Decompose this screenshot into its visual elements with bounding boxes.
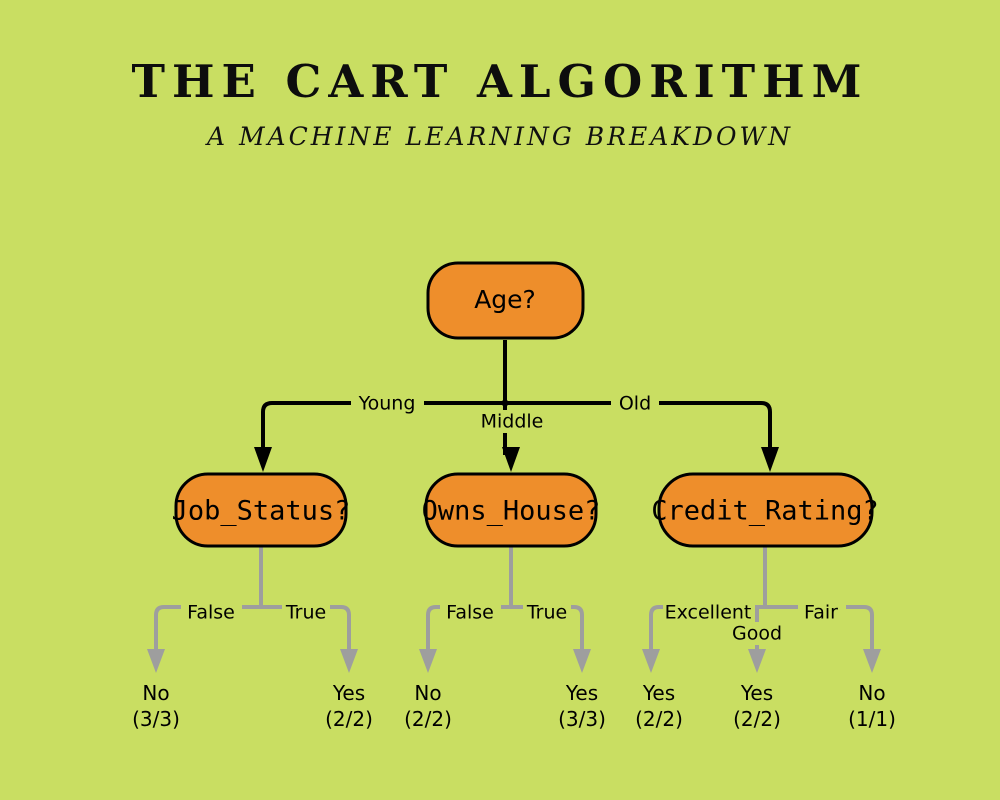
leaf-node-5: Yes (2/2) (635, 681, 683, 731)
leaf-node-7: No (1/1) (848, 681, 896, 731)
leaf-1-class: No (142, 681, 169, 705)
node-job-status[interactable]: Job_Status? (172, 472, 351, 548)
poster-header: THE CART ALGORITHM A MACHINE LEARNING BR… (0, 0, 1000, 150)
node-credit-rating-label: Credit_Rating? (651, 496, 879, 527)
edge-label-old-bg (611, 392, 659, 414)
arrowhead-old (761, 447, 779, 472)
leaf-6-counts: (2/2) (733, 707, 781, 731)
edge-cr-fair (765, 605, 874, 655)
edge-label-oh-false-bg (440, 601, 501, 623)
node-job-status-label: Job_Status? (172, 496, 351, 527)
leaf-1-counts: (3/3) (132, 707, 180, 731)
edge-group-owns-house: False True (419, 547, 591, 673)
arrowhead-middle (502, 447, 520, 472)
leaf-node-1: No (3/3) (132, 681, 180, 731)
edge-js-true (261, 605, 351, 655)
leaf-3-counts: (2/2) (404, 707, 452, 731)
edge-label-middle: Middle (481, 411, 544, 433)
leaf-4-counts: (3/3) (558, 707, 606, 731)
arrowhead-young (254, 447, 272, 472)
edge-js-false (154, 605, 261, 655)
arrowhead-oh-false (419, 649, 437, 673)
leaf-node-2: Yes (2/2) (325, 681, 373, 731)
edge-label-cr-fair-bg (798, 601, 846, 623)
leaf-node-6: Yes (2/2) (733, 681, 781, 731)
page-title: THE CART ALGORITHM (131, 55, 869, 108)
leaf-2-counts: (2/2) (325, 707, 373, 731)
edge-group-credit-rating: Excellent Good Fair (642, 547, 881, 673)
node-root-label: Age? (474, 285, 536, 314)
edge-label-cr-excellent-bg (663, 601, 755, 623)
edge-label-oh-true-bg (523, 601, 571, 623)
leaf-7-class: No (858, 681, 885, 705)
edge-cr-excellent (649, 605, 765, 655)
edge-label-cr-excellent: Excellent (665, 602, 752, 624)
arrowhead-cr-fair (863, 649, 881, 673)
page-subtitle: A MACHINE LEARNING BREAKDOWN (206, 121, 794, 151)
edge-group-root: Young Middle Old (254, 340, 779, 472)
edge-label-cr-fair: Fair (804, 602, 838, 624)
node-job-status-shape[interactable] (174, 472, 348, 548)
leaf-2-class: Yes (332, 681, 365, 705)
edge-label-js-true-bg (282, 601, 330, 623)
edge-label-js-false: False (187, 602, 235, 624)
node-owns-house-shape[interactable] (424, 472, 598, 548)
leaf-3-class: No (414, 681, 441, 705)
leaf-node-3: No (2/2) (404, 681, 452, 731)
edge-group-job-status: False True (147, 546, 358, 673)
node-root[interactable]: Age? (426, 261, 585, 340)
edge-label-oh-false: False (446, 602, 494, 624)
edge-label-js-true: True (285, 602, 326, 624)
node-owns-house[interactable]: Owns_House? (422, 472, 601, 548)
arrowhead-cr-good (748, 649, 766, 673)
edge-label-cr-good: Good (732, 623, 782, 645)
edge-oh-false (426, 605, 511, 655)
edge-label-js-false-bg (181, 601, 242, 623)
arrowhead-js-true (340, 649, 358, 673)
edge-label-young-bg (351, 392, 424, 414)
leaf-5-class: Yes (642, 681, 675, 705)
leaf-5-counts: (2/2) (635, 707, 683, 731)
node-owns-house-label: Owns_House? (422, 496, 601, 527)
arrowhead-js-false (147, 649, 165, 673)
edge-label-middle-bg (474, 410, 551, 433)
arrowhead-cr-excellent (642, 649, 660, 673)
leaf-6-class: Yes (740, 681, 773, 705)
edge-label-old: Old (619, 393, 651, 415)
edge-label-young: Young (358, 393, 416, 415)
edge-label-oh-true: True (526, 602, 567, 624)
edge-oh-true (511, 605, 584, 655)
leaf-4-class: Yes (565, 681, 598, 705)
edge-root-old (505, 401, 772, 455)
arrowhead-oh-true (573, 649, 591, 673)
node-credit-rating[interactable]: Credit_Rating? (651, 472, 879, 548)
node-credit-rating-shape[interactable] (657, 472, 874, 548)
leaf-7-counts: (1/1) (848, 707, 896, 731)
node-root-shape[interactable] (426, 261, 585, 340)
edge-root-young (261, 401, 505, 455)
leaf-node-4: Yes (3/3) (558, 681, 606, 731)
edge-label-cr-good-bg (726, 622, 788, 645)
